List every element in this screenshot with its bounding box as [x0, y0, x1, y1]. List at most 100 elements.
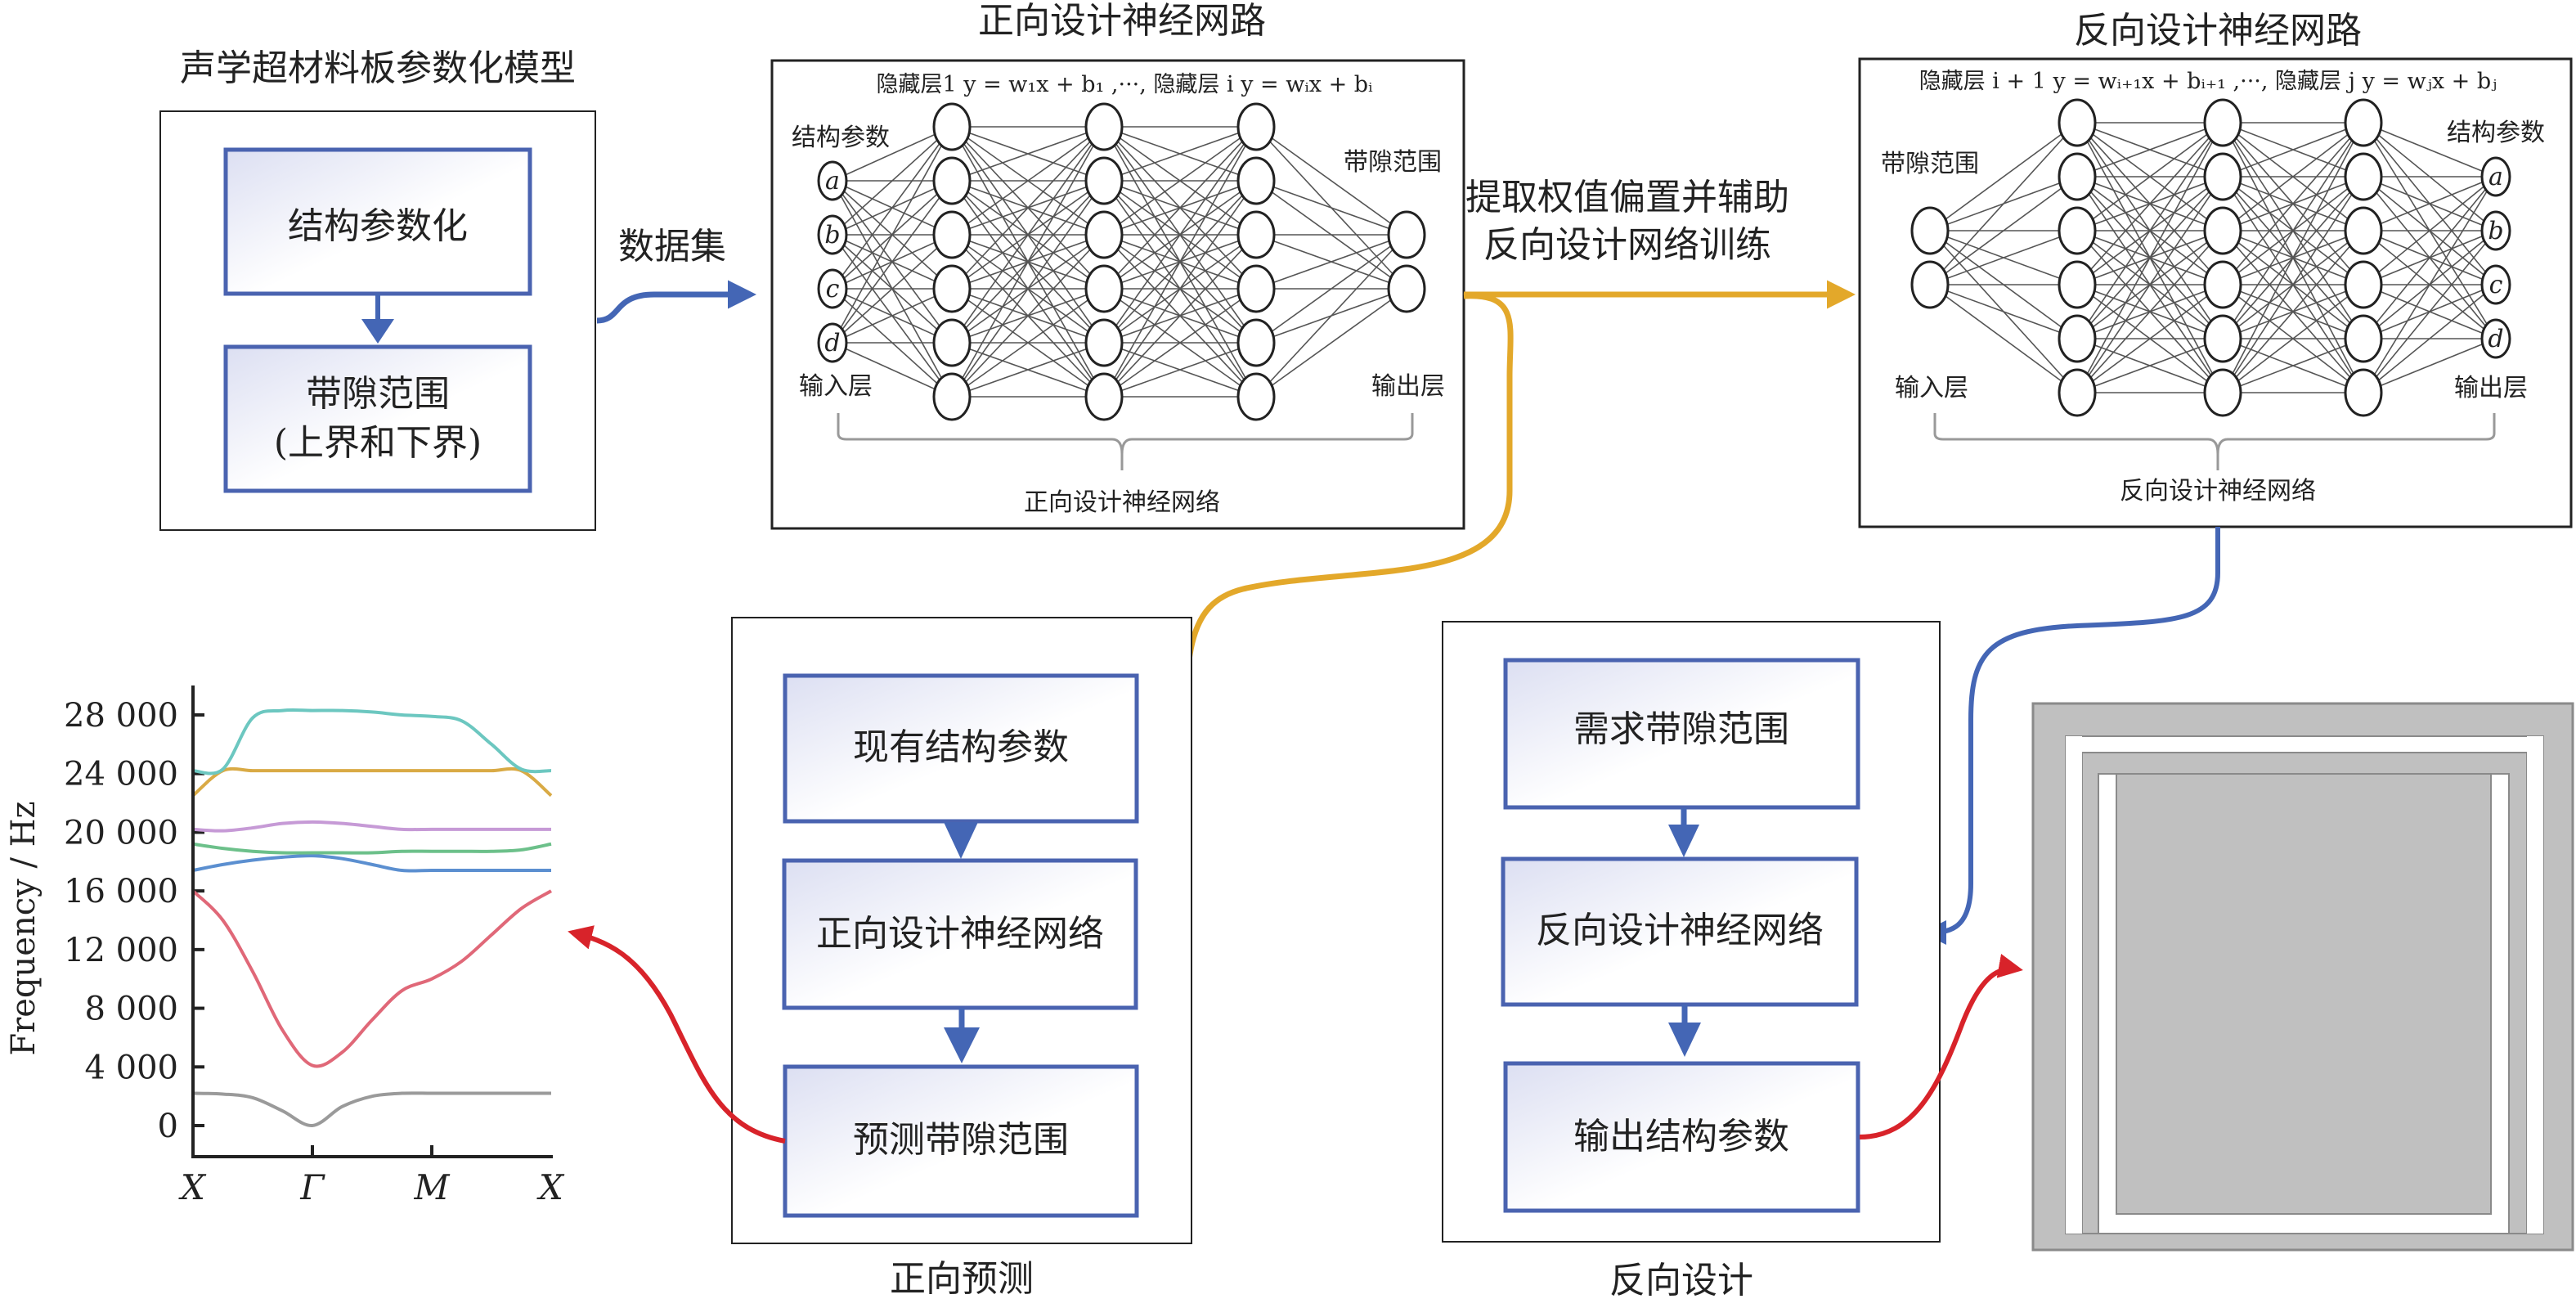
inverse-net-node-label: d [2488, 325, 2503, 353]
id-box-output-params-label: 输出结构参数 [1573, 1116, 1789, 1157]
dataset-arrow [596, 280, 756, 324]
inverse-net-node [2203, 152, 2242, 201]
inverse-net-node [2058, 152, 2097, 201]
forward-net-node [1236, 372, 1276, 421]
id-arrow-1-head [1668, 825, 1699, 857]
param-box-structure-label: 结构参数化 [288, 205, 468, 247]
inverse-net-node [2480, 318, 2511, 359]
forward-net-node [932, 318, 972, 367]
fp-arrow-2-head [944, 1027, 980, 1063]
forward-net-node [1236, 156, 1276, 205]
forward-net-edge [1103, 126, 1257, 236]
forward-net-node [1084, 210, 1124, 259]
id-arrow-2-head [1668, 1023, 1701, 1057]
forward-net-node [1236, 210, 1276, 259]
series-band3 [192, 854, 551, 873]
inverse-net-edge [1929, 284, 2078, 339]
id-box-inverse-net-label: 反向设计神经网络 [1536, 910, 1824, 951]
param-box-bandgap-line2: (上界和下界) [274, 422, 482, 464]
inverse-net-edge [1929, 284, 2078, 393]
inverse-net-node [2058, 314, 2097, 363]
forward-net-edge [832, 126, 953, 344]
inverse-net-node [2203, 206, 2242, 255]
forward-net-input-caption: 结构参数 [792, 124, 890, 152]
inverse-net-node [2058, 260, 2097, 309]
forward-net-edge [1103, 126, 1257, 344]
param-box-structure[interactable] [223, 147, 532, 296]
forward-net-node [817, 268, 848, 309]
forward-net-edge [951, 126, 1105, 182]
plate-slot-right [2527, 736, 2543, 1234]
inverse-net-edge [2363, 338, 2497, 393]
forward-net-edge [1103, 234, 1257, 398]
inverse-net-edge [2076, 122, 2224, 178]
forward-net-node-label: a [825, 167, 840, 196]
inverse-net-edge [2363, 284, 2497, 393]
y-tick-label: 28 000 [64, 697, 178, 735]
forward-net-edge [832, 180, 953, 344]
forward-net-edge [832, 288, 953, 344]
forward-net-node [932, 102, 972, 151]
forward-net-node [932, 372, 972, 421]
forward-net-edge [832, 126, 953, 236]
forward-net-edge [1255, 234, 1407, 344]
forward-net-edge [951, 180, 1105, 398]
y-tick-label: 12 000 [64, 932, 178, 969]
predict-to-chart-arrow [568, 925, 786, 1144]
series-band5 [192, 820, 551, 833]
plate-mass [2116, 773, 2492, 1215]
forward-net-node [932, 264, 972, 313]
inverse-net-edge [2222, 338, 2364, 393]
inverse-net-node [2344, 314, 2383, 363]
inverse-net-edge [1929, 230, 2078, 285]
forward-net-edge [1255, 288, 1407, 398]
inverse-net-edge [2076, 176, 2224, 393]
fp-box-forward-net[interactable] [782, 858, 1138, 1010]
x-tick-label: M [413, 1167, 450, 1207]
x-tick-label: X [178, 1167, 207, 1207]
inverse-net-brace [1933, 413, 2496, 470]
inverse-net-edge [2076, 122, 2224, 231]
inverse-net-edge [2222, 122, 2364, 231]
forward-net-node-label: c [826, 275, 840, 303]
param-box-bandgap[interactable] [223, 344, 532, 493]
fp-box-predicted-bandgap[interactable] [783, 1064, 1139, 1218]
chart-series [191, 708, 553, 1127]
fp-box-existing-params[interactable] [783, 673, 1139, 824]
inverse-net-edge [2076, 338, 2224, 393]
forward-net-node [932, 156, 972, 205]
forward-net-node-label: d [824, 329, 840, 357]
y-tick-label: 4 000 [84, 1049, 178, 1086]
inverse-net-edge [2222, 122, 2364, 285]
forward-prediction-panel: 现有结构参数 正向设计神经网络 预测带隙范围 正向预测 [731, 617, 1192, 1300]
y-tick-label: 24 000 [64, 756, 178, 793]
inverse-net-node [2480, 210, 2511, 251]
series-band4 [192, 842, 552, 855]
inverse-net-edge [2076, 122, 2224, 285]
id-box-output-params[interactable] [1503, 1061, 1860, 1213]
forward-net-edge [1255, 180, 1407, 236]
inverse-net-edge [2076, 284, 2224, 393]
param-model-panel: 声学超材料板参数化模型 结构参数化 带隙范围 (上界和下界) [159, 47, 596, 531]
forward-net-brace [837, 413, 1414, 470]
param-box-bandgap-line1: 带隙范围 [306, 373, 450, 415]
forward-net-brace-label: 正向设计神经网络 [1024, 488, 1220, 517]
forward-net-edge [832, 234, 953, 344]
inverse-net-edge [2222, 284, 2364, 393]
y-tick-label: 16 000 [64, 873, 178, 910]
forward-net-edge [1255, 126, 1407, 236]
forward-net-node [1084, 264, 1124, 313]
inverse-net-node [2058, 98, 2097, 147]
id-box-inverse-net[interactable] [1501, 856, 1859, 1007]
id-box-required-bandgap[interactable] [1503, 658, 1860, 810]
forward-net-edge [1103, 126, 1257, 182]
inverse-net-node [2480, 264, 2511, 305]
inverse-net-edge [2363, 176, 2497, 231]
id-box-required-bandgap-label: 需求带隙范围 [1573, 708, 1789, 750]
forward-net-node [817, 214, 848, 255]
inverse-net-node-label: c [2489, 271, 2503, 299]
inverse-net-node [1910, 260, 1950, 309]
